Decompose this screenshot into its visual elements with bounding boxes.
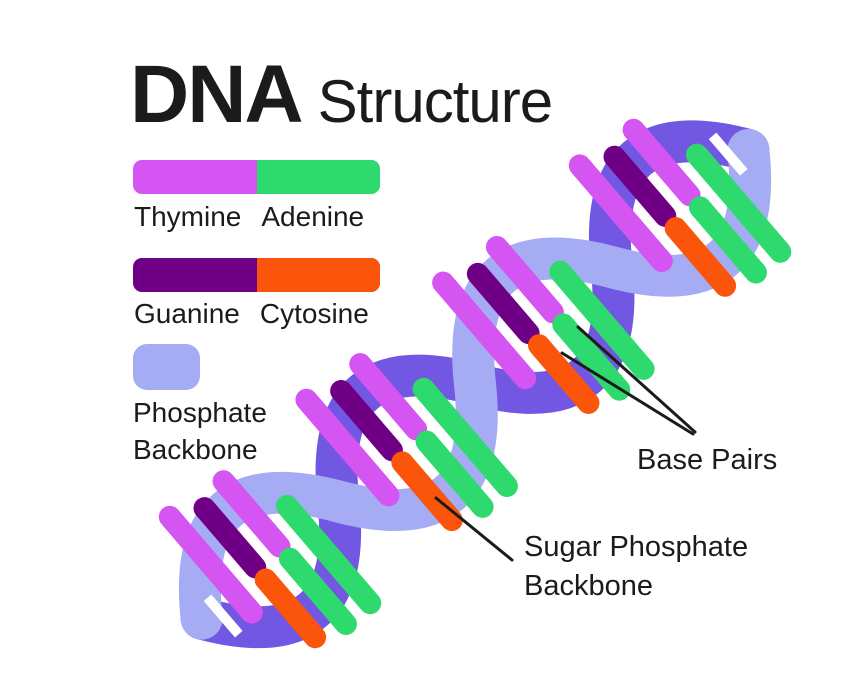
title-main: DNA bbox=[130, 49, 304, 140]
legend-label-cytosine: Cytosine bbox=[259, 298, 369, 329]
backbone-strand-light bbox=[178, 129, 772, 640]
annotation-sugar-line2: Backbone bbox=[524, 570, 653, 602]
title-sub: Structure bbox=[317, 68, 553, 135]
legend-swatch-cytosine bbox=[257, 258, 380, 292]
legend-labels-row-2: Guanine Cytosine bbox=[134, 298, 369, 330]
ribbon-notch-bottom bbox=[203, 594, 243, 638]
legend-swatch-adenine bbox=[257, 160, 380, 194]
sugar-phosphate-leader-line bbox=[434, 496, 514, 562]
helix-group bbox=[138, 76, 812, 686]
phosphate-swatch-rect bbox=[133, 344, 200, 390]
legend-labels-row-1: Thymine Adenine bbox=[134, 201, 364, 233]
legend-label-phosphate-backbone: Phosphate Backbone bbox=[133, 394, 267, 468]
base-pairs-leader-line-2 bbox=[560, 351, 695, 436]
legend-swatch-adenine-seam bbox=[257, 160, 277, 194]
legend-label-thymine: Thymine bbox=[134, 201, 242, 232]
legend-label-guanine: Guanine bbox=[134, 298, 240, 329]
legend-swatch-cytosine-seam bbox=[257, 258, 277, 292]
legend-swatch-phosphate-backbone bbox=[133, 344, 200, 390]
legend-label-phosphate: Phosphate bbox=[133, 397, 267, 428]
annotation-sugar-line1: Sugar Phosphate bbox=[524, 531, 749, 563]
legend-label-backbone: Backbone bbox=[133, 434, 258, 465]
leader-lines bbox=[434, 325, 697, 562]
ribbon-notch-top bbox=[708, 132, 748, 176]
annotation-base-pairs: Base Pairs bbox=[637, 444, 778, 476]
legend-bar-thymine-adenine bbox=[133, 160, 380, 194]
legend-bar-guanine-cytosine bbox=[133, 258, 380, 292]
page-title: DNA Structure bbox=[130, 49, 553, 140]
base-pairs-leader-line-1 bbox=[576, 325, 697, 434]
annotation-sugar-phosphate-backbone: Sugar Phosphate Backbone bbox=[524, 528, 748, 606]
legend-label-adenine: Adenine bbox=[261, 201, 365, 232]
